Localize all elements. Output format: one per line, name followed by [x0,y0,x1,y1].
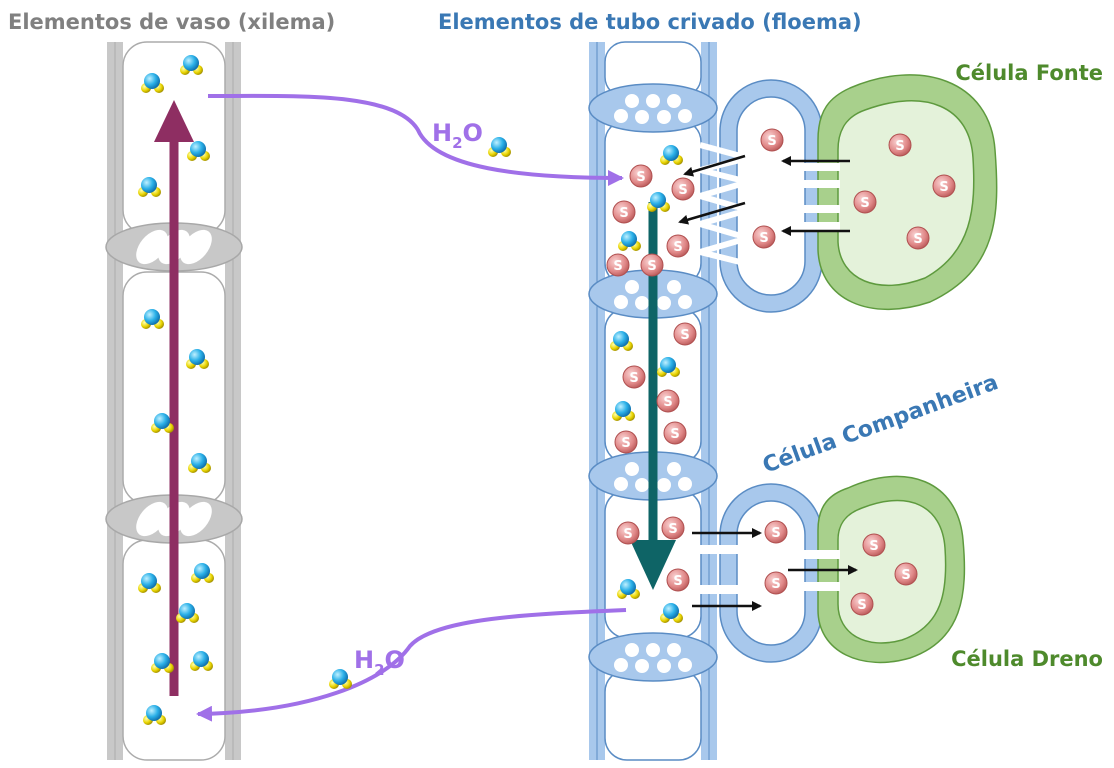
xylem-flow-arrow [154,100,194,696]
sucrose-transfer-arrows [678,154,858,611]
svg-text:S: S [767,134,776,149]
svg-text:S: S [619,206,628,221]
svg-text:S: S [670,427,679,442]
companion-cell-top [719,79,823,313]
svg-text:S: S [673,240,682,255]
svg-text:S: S [621,436,630,451]
sink-cell-label: Célula Dreno [951,647,1103,671]
sucrose-molecule: S [640,253,664,277]
companion-cell-label: Célula Companheira [760,370,1002,479]
sucrose-molecule: S [614,430,638,454]
source-cell [817,74,998,311]
water-arrow-phloem-to-xylem [196,608,627,722]
svg-text:S: S [663,395,672,410]
sucrose-molecule: S [932,174,956,198]
sucrose-molecule: S [616,521,640,545]
svg-text:S: S [759,231,768,246]
water-molecule [329,669,352,689]
sieve-plate-4 [588,632,718,682]
svg-text:S: S [668,522,677,537]
plasmodesmata-source [688,142,840,267]
svg-text:S: S [636,170,645,185]
water-arrow-xylem-to-phloem [207,93,624,186]
sucrose-molecule: S [894,562,918,586]
sucrose-molecule: S [661,516,685,540]
svg-text:S: S [613,259,622,274]
svg-text:S: S [895,139,904,154]
svg-text:S: S [680,328,689,343]
source-cell-label: Célula Fonte [955,61,1103,85]
sucrose-molecule: S [888,133,912,157]
svg-text:S: S [629,371,638,386]
water-formula-label-bottom: H2O [354,646,405,679]
sucrose-molecule: S [656,389,680,413]
sucrose-molecules: S S S S S S S S S S S S S S S S S S S S … [606,128,956,616]
sieve-plate-1 [588,83,718,133]
sucrose-molecule: S [622,365,646,389]
sucrose-molecule: S [850,592,874,616]
svg-text:S: S [678,183,687,198]
sucrose-molecule: S [612,200,636,224]
svg-text:S: S [673,574,682,589]
svg-text:S: S [860,196,869,211]
svg-text:S: S [623,527,632,542]
svg-text:S: S [869,539,878,554]
svg-text:S: S [857,598,866,613]
svg-text:S: S [771,526,780,541]
sucrose-molecule: S [853,190,877,214]
svg-text:S: S [771,577,780,592]
sucrose-molecule: S [760,128,784,152]
sucrose-molecule: S [671,177,695,201]
water-formula-label-top: H2O [432,119,483,152]
xylem-title: Elementos de vaso (xilema) [8,10,335,34]
sucrose-molecule: S [906,226,930,250]
sucrose-molecule: S [629,164,653,188]
sucrose-molecule: S [673,322,697,346]
sucrose-molecule: S [606,253,630,277]
sucrose-molecule: S [666,568,690,592]
svg-text:S: S [939,180,948,195]
svg-text:S: S [901,568,910,583]
sucrose-molecule: S [764,571,788,595]
plasmodesmata-sink [698,545,840,594]
sucrose-molecule: S [752,225,776,249]
svg-text:S: S [913,232,922,247]
svg-text:S: S [647,259,656,274]
sucrose-molecule: S [862,533,886,557]
water-molecule [488,137,511,157]
sucrose-molecule: S [764,520,788,544]
sucrose-molecule: S [663,421,687,445]
sucrose-molecule: S [666,234,690,258]
phloem-title: Elementos de tubo crivado (floema) [438,10,862,34]
